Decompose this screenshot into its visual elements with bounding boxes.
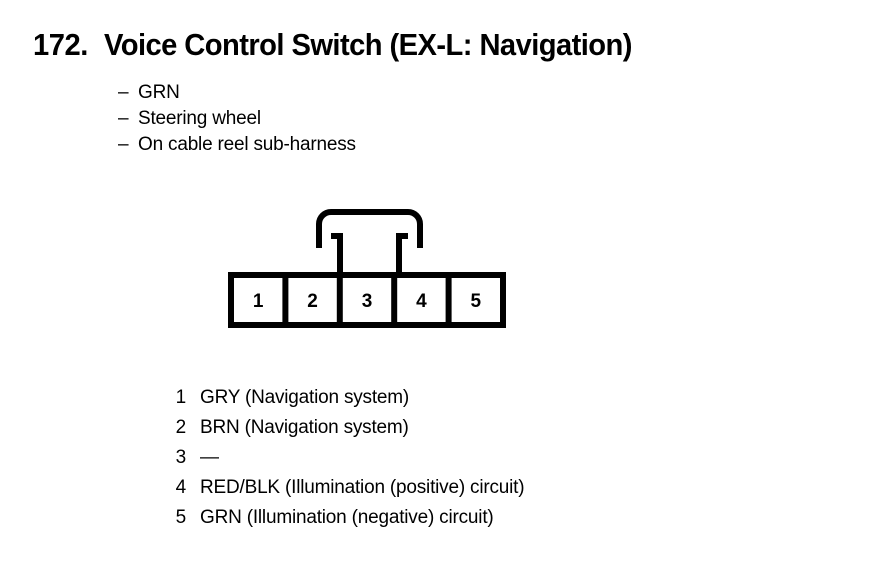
pin-number: 5 — [175, 507, 187, 528]
dash-bullet-icon: – — [118, 82, 129, 103]
pin-number: 1 — [175, 387, 187, 408]
pin-legend-row: 3 — — [168, 443, 524, 473]
list-item-label: GRN — [138, 82, 180, 103]
connector-cell-number: 2 — [307, 291, 318, 312]
pin-legend: 1 GRY (Navigation system) 2 BRN (Navigat… — [168, 383, 525, 533]
pin-legend-row: 4 RED/BLK (Illumination (positive) circu… — [168, 473, 525, 503]
connector-svg: 1 2 3 4 5 — [228, 209, 506, 328]
pin-number: 2 — [175, 417, 187, 438]
attribute-list: – GRN – Steering wheel – On cable reel s… — [118, 80, 356, 158]
pin-description: GRY (Navigation system) — [200, 387, 410, 408]
connector-cell-number: 3 — [362, 291, 373, 312]
connector-cell-number: 5 — [471, 291, 482, 312]
connector-cell-number: 1 — [253, 291, 264, 312]
pin-description: — — [200, 447, 219, 468]
title-text: Voice Control Switch (EX-L: Navigation) — [104, 27, 633, 62]
page-title: 172. Voice Control Switch (EX-L: Navigat… — [33, 27, 666, 63]
list-item-label: On cable reel sub-harness — [138, 134, 356, 155]
list-item: – Steering wheel — [118, 106, 356, 132]
connector-diagram: 1 2 3 4 5 — [228, 209, 518, 334]
pin-description: GRN (Illumination (negative) circuit) — [200, 507, 494, 528]
connector-latch-tab — [316, 209, 423, 274]
list-item: – On cable reel sub-harness — [118, 132, 356, 158]
dash-bullet-icon: – — [118, 108, 129, 129]
pin-legend-row: 1 GRY (Navigation system) — [168, 383, 524, 413]
pin-legend-row: 5 GRN (Illumination (negative) circuit) — [168, 503, 524, 533]
pin-description: BRN (Navigation system) — [200, 417, 409, 438]
item-number: 172. — [33, 27, 88, 62]
connector-body — [228, 272, 506, 328]
connector-cell-number: 4 — [416, 291, 427, 312]
pin-number: 4 — [175, 477, 187, 498]
pin-legend-row: 2 BRN (Navigation system) — [168, 413, 524, 443]
list-item: – GRN — [118, 80, 356, 106]
pin-number: 3 — [175, 447, 187, 468]
list-item-label: Steering wheel — [138, 108, 261, 129]
dash-bullet-icon: – — [118, 134, 129, 155]
pin-description: RED/BLK (Illumination (positive) circuit… — [200, 477, 525, 498]
